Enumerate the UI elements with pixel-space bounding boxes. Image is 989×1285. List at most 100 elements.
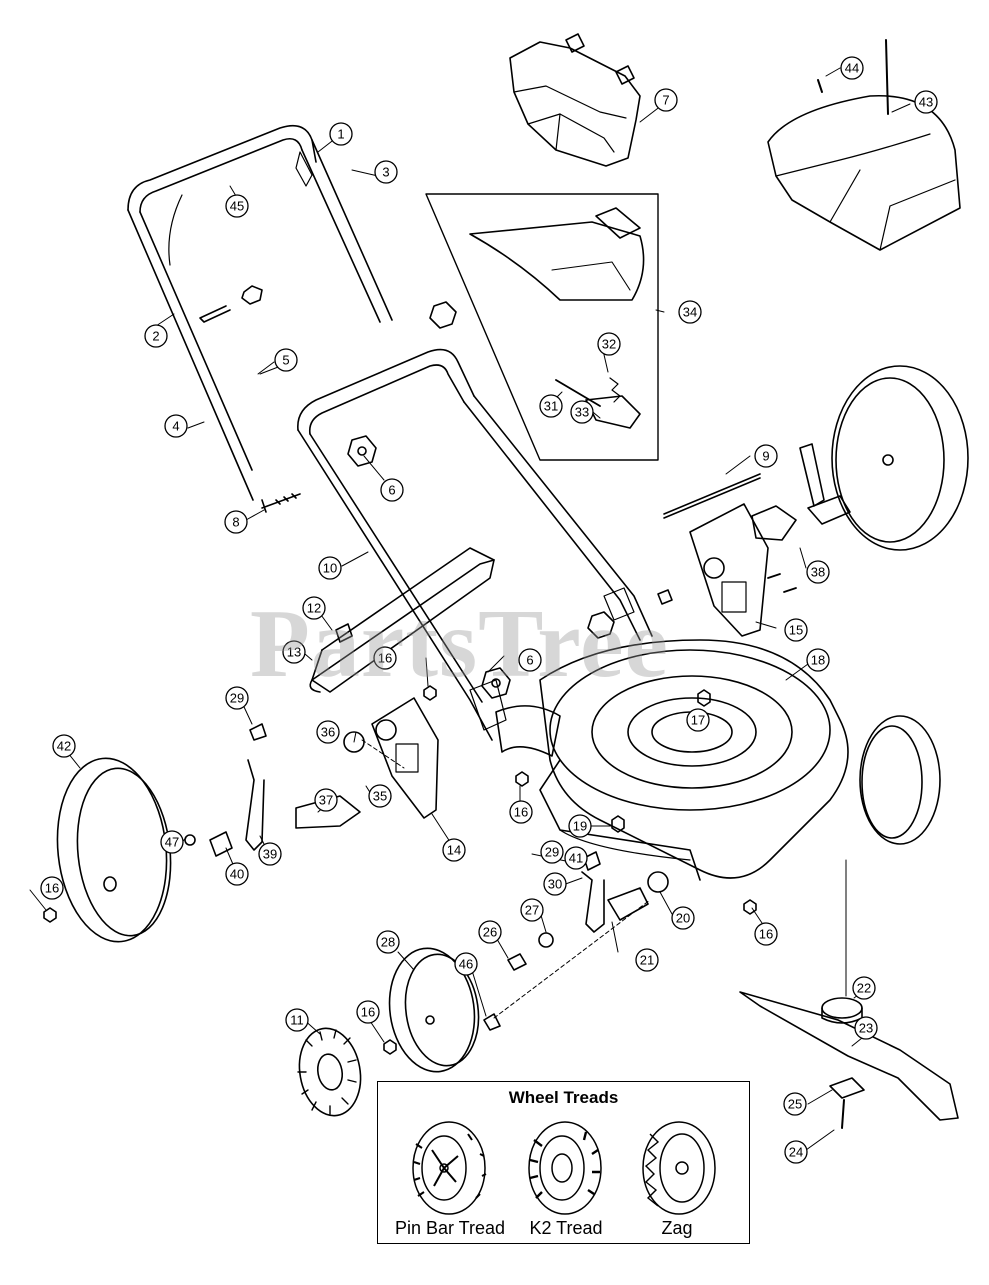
callout-number: 32 [602, 337, 616, 352]
callout-3: 3 [374, 160, 398, 184]
callout-number: 46 [459, 957, 473, 972]
callout-number: 12 [307, 601, 321, 616]
callout-11: 11 [285, 1008, 309, 1032]
callout-number: 33 [575, 405, 589, 420]
blade-assembly [739, 859, 959, 1129]
callout-number: 9 [762, 449, 769, 464]
callout-number: 7 [662, 93, 669, 108]
k2-tread-label: K2 Tread [529, 1218, 603, 1238]
callout-number: 37 [319, 793, 333, 808]
callout-number: 8 [232, 515, 239, 530]
height-plate-left [371, 697, 439, 819]
callout-13: 13 [282, 640, 306, 664]
callout-17: 17 [686, 708, 710, 732]
callout-number: 16 [378, 651, 392, 666]
callout-6: 6 [518, 648, 542, 672]
callout-4: 4 [164, 414, 188, 438]
callout-number: 16 [759, 927, 773, 942]
callout-number: 6 [388, 483, 395, 498]
callout-19: 19 [568, 814, 592, 838]
lower-handle [297, 348, 653, 741]
zag-tread-icon [642, 1121, 716, 1215]
callout-number: 16 [361, 1005, 375, 1020]
callout-16: 16 [373, 646, 397, 670]
callout-2: 2 [144, 324, 168, 348]
callout-number: 43 [919, 95, 933, 110]
callout-number: 17 [691, 713, 705, 728]
callout-39: 39 [258, 842, 282, 866]
callout-number: 45 [230, 199, 244, 214]
mower-deck [495, 639, 849, 881]
rear-baffle [309, 547, 495, 693]
pin-bar-tread-icon [412, 1121, 487, 1215]
callout-22: 22 [852, 976, 876, 1000]
callout-27: 27 [520, 898, 544, 922]
callout-number: 14 [447, 843, 461, 858]
wheel-treads-title: Wheel Treads [508, 1088, 619, 1107]
callout-5: 5 [274, 348, 298, 372]
rear-axle-rod [663, 473, 761, 519]
callout-number: 2 [152, 329, 159, 344]
callout-18: 18 [806, 648, 830, 672]
callout-25: 25 [783, 1092, 807, 1116]
callout-8: 8 [224, 510, 248, 534]
callout-number: 42 [57, 739, 71, 754]
wheel-tread-11 [297, 1027, 362, 1117]
axle-hardware-right [657, 443, 851, 605]
callout-number: 29 [545, 845, 559, 860]
callout-30: 30 [543, 872, 567, 896]
callout-number: 11 [290, 1013, 304, 1028]
callout-14: 14 [442, 838, 466, 862]
callout-number: 47 [165, 835, 179, 850]
callout-number: 25 [788, 1097, 802, 1112]
callout-number: 20 [676, 911, 690, 926]
rear-wheel-right [831, 365, 969, 551]
callout-number: 23 [859, 1021, 873, 1036]
callout-20: 20 [671, 906, 695, 930]
callout-43: 43 [914, 90, 938, 114]
callout-number: 26 [483, 925, 497, 940]
callout-31: 31 [539, 394, 563, 418]
loose-nuts [43, 685, 757, 1055]
callout-7: 7 [654, 88, 678, 112]
callout-number: 22 [857, 981, 871, 996]
callout-42: 42 [52, 734, 76, 758]
callout-29: 29 [225, 686, 249, 710]
callout-16: 16 [356, 1000, 380, 1024]
callout-21: 21 [635, 948, 659, 972]
callout-47: 47 [160, 830, 184, 854]
callout-number: 36 [321, 725, 335, 740]
callout-number: 6 [526, 653, 533, 668]
callout-number: 1 [337, 127, 344, 142]
callout-number: 5 [282, 353, 289, 368]
callout-15: 15 [784, 618, 808, 642]
callout-35: 35 [368, 784, 392, 808]
callout-29: 29 [540, 840, 564, 864]
callout-46: 46 [454, 952, 478, 976]
callout-34: 34 [678, 300, 702, 324]
handle-knob-lower [481, 667, 511, 699]
callout-number: 28 [381, 935, 395, 950]
callout-10: 10 [318, 556, 342, 580]
callout-number: 39 [263, 847, 277, 862]
callout-number: 31 [544, 399, 558, 414]
callout-12: 12 [302, 596, 326, 620]
callout-37: 37 [314, 788, 338, 812]
rear-cover [767, 39, 961, 251]
front-wheel-left [388, 947, 480, 1073]
mulch-kit-inset [425, 193, 659, 461]
callout-number: 27 [525, 903, 539, 918]
callout-41: 41 [564, 846, 588, 870]
callout-45: 45 [225, 194, 249, 218]
callout-36: 36 [316, 720, 340, 744]
callout-number: 15 [789, 623, 803, 638]
upper-handle [127, 124, 393, 501]
callout-16: 16 [40, 876, 64, 900]
callout-28: 28 [376, 930, 400, 954]
pin-bar-tread-label: Pin Bar Tread [394, 1218, 506, 1238]
callout-number: 18 [811, 653, 825, 668]
callout-number: 30 [548, 877, 562, 892]
callout-number: 19 [573, 819, 587, 834]
callout-number: 40 [230, 867, 244, 882]
callout-number: 3 [382, 165, 389, 180]
